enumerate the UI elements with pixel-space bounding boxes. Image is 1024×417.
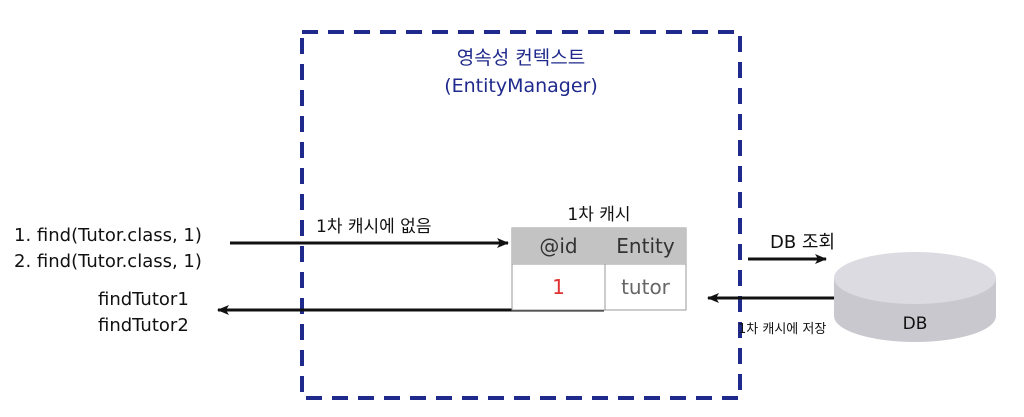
- request-call-2: 2. find(Tutor.class, 1): [14, 251, 202, 272]
- request-calls: 1. find(Tutor.class, 1) 2. find(Tutor.cl…: [14, 223, 202, 275]
- response-result-2: findTutor2: [98, 315, 189, 336]
- cache-header-entity: Entity: [605, 228, 686, 264]
- response-results: findTutor1 findTutor2: [98, 287, 189, 339]
- cache-cell-entity: tutor: [621, 275, 670, 299]
- cache-miss-label: 1차 캐시에 없음: [316, 217, 432, 237]
- persistence-context-title-line2: (EntityManager): [444, 75, 598, 97]
- cache-header-id: @id: [512, 228, 605, 264]
- database-cylinder: [834, 252, 996, 342]
- persistence-context-title-line1: 영속성 컨텍스트: [456, 47, 586, 69]
- first-level-cache-title: 1차 캐시: [567, 205, 631, 225]
- request-call-1: 1. find(Tutor.class, 1): [14, 225, 202, 246]
- database-label: DB: [902, 314, 928, 334]
- persistence-context-boundary: [300, 30, 742, 400]
- cache-cell-id: 1: [552, 275, 565, 299]
- persistence-context-title: 영속성 컨텍스트 (EntityManager): [300, 44, 742, 100]
- cache-save-label: 1차 캐시에 저장: [738, 322, 827, 337]
- response-result-1: findTutor1: [98, 289, 189, 310]
- db-query-label: DB 조회: [770, 232, 836, 253]
